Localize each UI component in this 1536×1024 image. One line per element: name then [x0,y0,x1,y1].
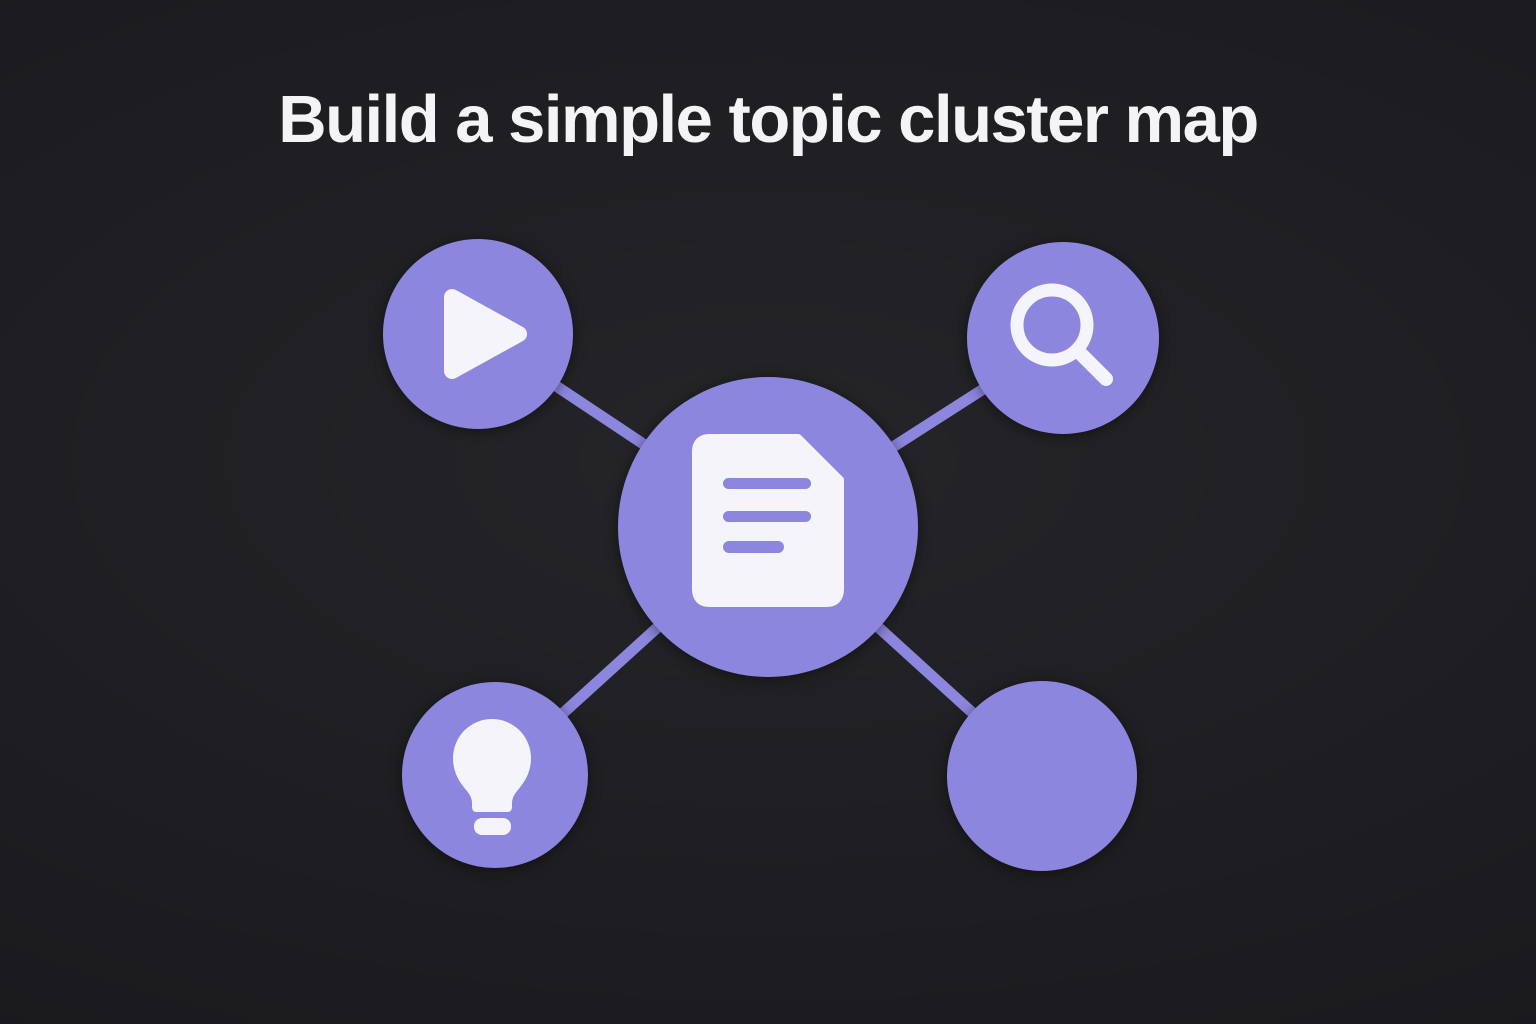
blank-node-circle [947,681,1137,871]
node-blank [947,681,1137,871]
page-title: Build a simple topic cluster map [278,82,1259,157]
document-icon [692,434,844,607]
search-icon [1010,283,1113,386]
node-video [383,239,573,429]
lightbulb-icon [453,719,531,835]
node-idea [402,682,588,868]
search-node-circle [967,242,1159,434]
hub-node-pillar-page [618,377,918,677]
play-icon [444,289,527,379]
node-search [967,242,1159,434]
